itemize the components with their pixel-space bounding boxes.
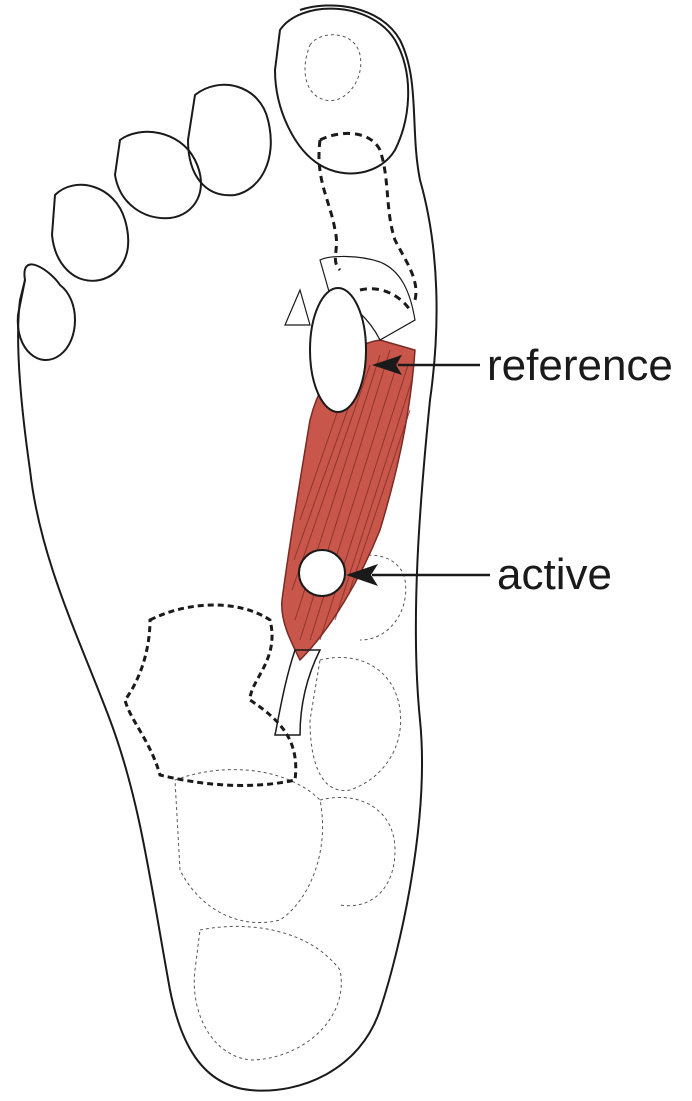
big-toe [275, 9, 408, 174]
little-toe [18, 264, 75, 360]
active-label: active [497, 550, 612, 599]
active-electrode [299, 550, 345, 596]
tendon [275, 650, 320, 735]
toe-tendon-tip [285, 290, 310, 325]
reference-label: reference [487, 341, 673, 390]
fourth-toe [52, 185, 128, 281]
reference-electrode [310, 288, 366, 412]
tarsal-bone-outline [125, 605, 296, 785]
metatarsal-bone-outline [319, 133, 416, 310]
